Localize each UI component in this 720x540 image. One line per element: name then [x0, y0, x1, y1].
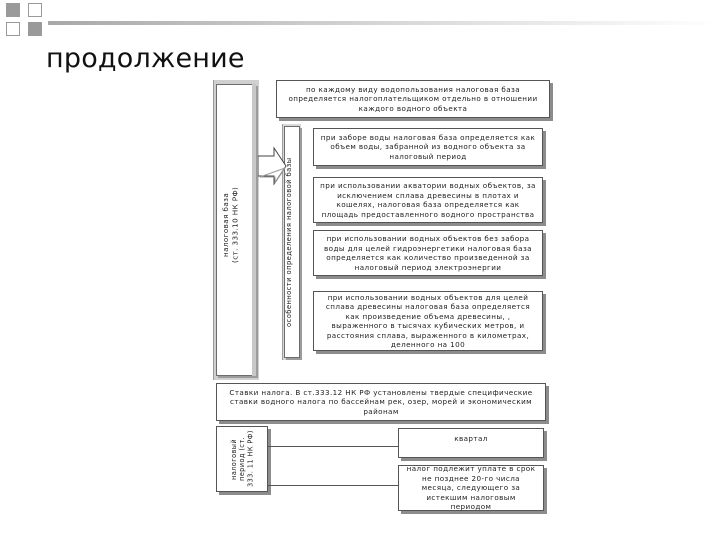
connector-line-1	[268, 446, 398, 447]
features-bar	[284, 126, 300, 358]
payment-text: налог подлежит уплате в срок не позднее …	[406, 464, 536, 512]
top-box-text: по каждому виду водопользования налогова…	[288, 84, 538, 113]
decor-square-1	[6, 3, 20, 17]
header-rule	[48, 21, 720, 25]
decor-square-3	[6, 22, 20, 36]
feature-text-2: при использовании акватории водных объек…	[320, 181, 536, 219]
feature-text-4: при использовании водных объектов для це…	[325, 292, 531, 350]
rates-box: Ставки налога. В ст.333.12 НК РФ установ…	[216, 383, 546, 421]
tax-period-label: налоговый период (ст. 333. 11 НК РФ)	[229, 430, 255, 488]
connector-line-2	[268, 485, 398, 486]
feature-box-3: при использовании водных объектов без за…	[313, 230, 543, 276]
quarter-text: квартал	[454, 434, 488, 443]
quarter-box: квартал	[398, 428, 544, 458]
feature-box-1: при заборе воды налоговая база определяе…	[313, 128, 543, 166]
arrow-icon	[258, 146, 287, 186]
decor-square-2	[28, 3, 42, 17]
rates-text: Ставки налога. В ст.333.12 НК РФ установ…	[229, 387, 533, 416]
top-box: по каждому виду водопользования налогова…	[276, 80, 550, 118]
tax-base-bar	[216, 84, 256, 376]
feature-box-4: при использовании водных объектов для це…	[313, 291, 543, 351]
tax-period-box: налоговый период (ст. 333. 11 НК РФ)	[216, 426, 268, 492]
tax-base-bar-fill	[252, 84, 256, 376]
feature-text-1: при заборе воды налоговая база определяе…	[320, 132, 536, 161]
payment-box: налог подлежит уплате в срок не позднее …	[398, 464, 544, 512]
feature-text-3: при использовании водных объектов без за…	[324, 234, 532, 272]
tax-base-label: налоговая база (ст. 333.10 НК РФ)	[221, 186, 240, 264]
page-title: продолжение	[46, 43, 245, 74]
feature-box-2: при использовании акватории водных объек…	[313, 177, 543, 223]
decor-square-4	[28, 22, 42, 36]
